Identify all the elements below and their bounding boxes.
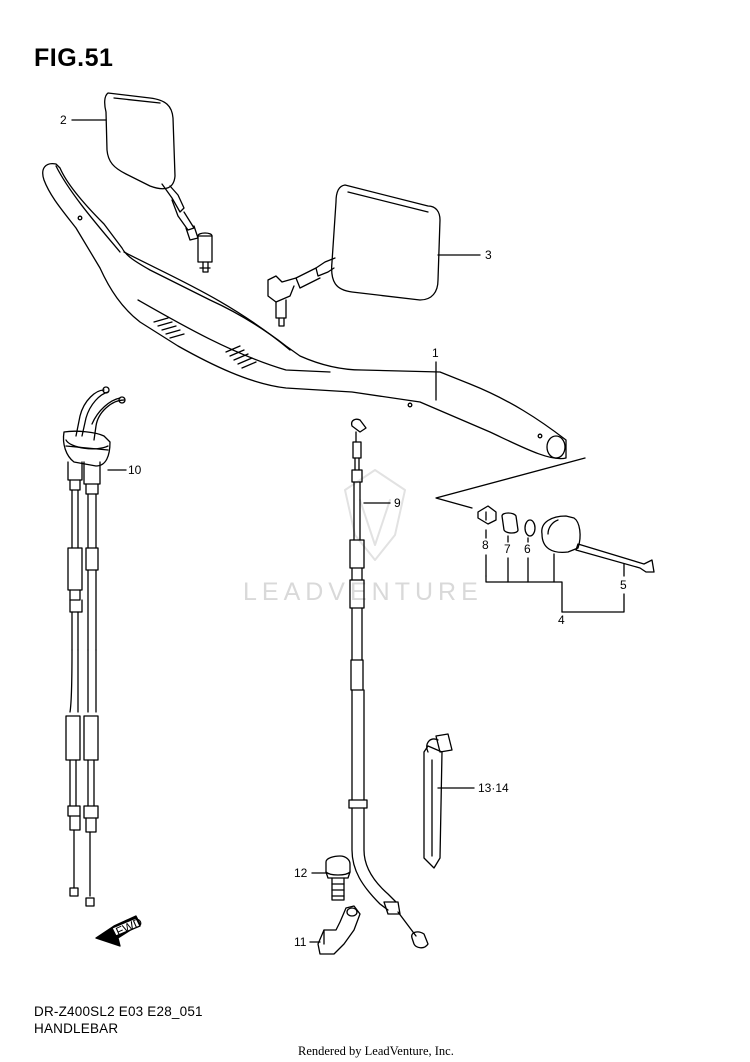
callout-1: 1	[432, 346, 439, 360]
callout-3: 3	[485, 248, 492, 262]
bracket-11	[317, 905, 361, 955]
part-6-washer	[524, 519, 536, 537]
callout-7: 7	[504, 542, 511, 556]
right-mirror	[267, 184, 441, 327]
watermark-emblem	[344, 469, 406, 561]
balancer-guide-line	[435, 457, 586, 509]
render-credit: Rendered by LeadVenture, Inc.	[298, 1044, 454, 1058]
callout-13-14: 13·14	[478, 781, 509, 795]
callout-4: 4	[558, 613, 565, 627]
clutch-cable	[348, 418, 429, 949]
callout-5: 5	[620, 578, 627, 592]
callout-12: 12	[294, 866, 308, 880]
fwd-marker: FWD	[95, 915, 145, 947]
model-code: DR-Z400SL2 E03 E28_051	[34, 1004, 203, 1019]
throttle-cables	[62, 386, 126, 907]
balancer-leaders	[485, 529, 625, 613]
part-4-weight	[541, 515, 581, 554]
section-name: HANDLEBAR	[34, 1021, 119, 1036]
part-7-collar	[501, 512, 519, 534]
watermark: LEADVENTURE	[243, 578, 483, 606]
part-8-nut	[477, 505, 497, 525]
bolt-12	[325, 855, 351, 901]
callout-9: 9	[394, 496, 401, 510]
part-5-bolt	[575, 543, 655, 573]
cable-tie	[423, 733, 453, 869]
callout-10: 10	[128, 463, 142, 477]
callout-11: 11	[294, 935, 307, 949]
figure-title: FIG.51	[34, 44, 114, 72]
callout-8: 8	[482, 538, 489, 552]
callout-2: 2	[60, 113, 67, 127]
left-mirror	[104, 92, 213, 273]
handlebar	[42, 162, 567, 460]
callout-6: 6	[524, 542, 531, 556]
balancer-assembly	[477, 505, 655, 573]
fwd-marker-text: FWD	[114, 915, 145, 939]
